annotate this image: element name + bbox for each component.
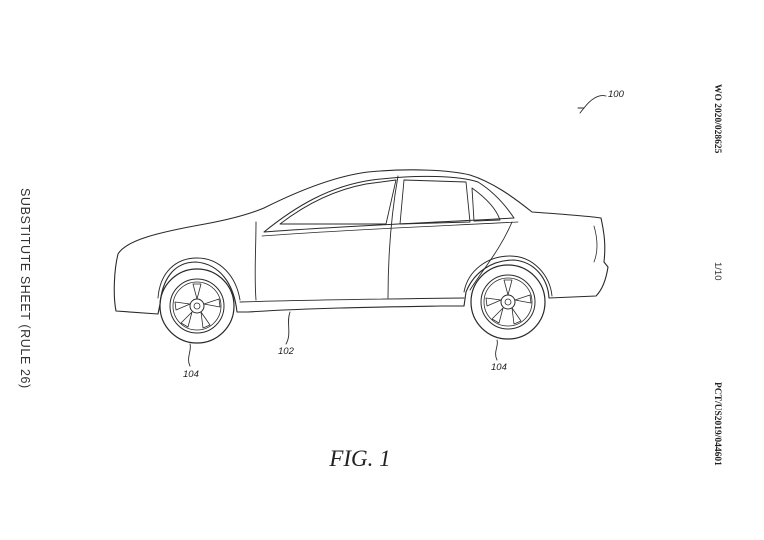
car-body-outline <box>113 169 609 315</box>
belt-line <box>261 221 519 237</box>
figure-caption: FIG. 1 <box>329 446 391 471</box>
leader-104-rear <box>495 339 498 361</box>
ref-label-104-front: 104 <box>183 369 199 380</box>
quarter-window <box>471 187 501 222</box>
leader-100-arrow <box>577 107 585 114</box>
leader-100 <box>583 95 607 109</box>
door-seam-front <box>387 175 399 299</box>
leader-104-front <box>188 343 191 367</box>
front-wheel <box>159 268 235 344</box>
ref-label-104-rear: 104 <box>491 362 507 373</box>
rear-arch-line <box>463 255 553 297</box>
front-window <box>279 179 397 225</box>
ref-label-100: 100 <box>608 89 624 100</box>
rocker-line <box>239 297 465 303</box>
rear-bumper-line <box>593 225 598 263</box>
leader-102 <box>285 311 291 345</box>
rear-window <box>399 179 471 225</box>
hood-line <box>254 221 257 301</box>
rear-wheel <box>470 264 546 340</box>
front-arch-line <box>157 257 241 301</box>
greenhouse-outer <box>263 175 515 233</box>
ref-label-102: 102 <box>278 346 294 357</box>
door-seam-rear <box>469 221 513 291</box>
